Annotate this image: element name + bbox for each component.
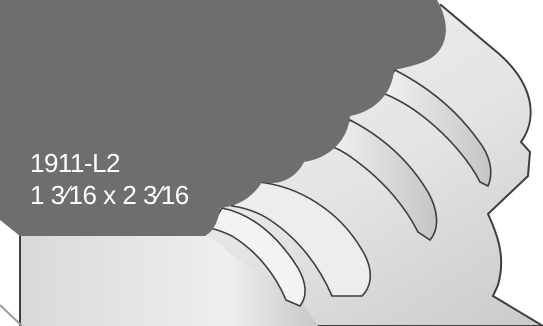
profile-bead bbox=[208, 207, 306, 307]
item-code-label: 1911-L2 bbox=[30, 148, 121, 178]
profile-band-2 bbox=[324, 119, 438, 242]
dimensions-label: 1 3⁄16 x 2 3⁄16 bbox=[30, 180, 189, 210]
corner-outline bbox=[0, 304, 23, 326]
profile-band-1 bbox=[378, 68, 492, 188]
bottom-fascia bbox=[20, 236, 318, 326]
molding-face bbox=[0, 0, 446, 236]
profile-cove bbox=[230, 181, 372, 297]
